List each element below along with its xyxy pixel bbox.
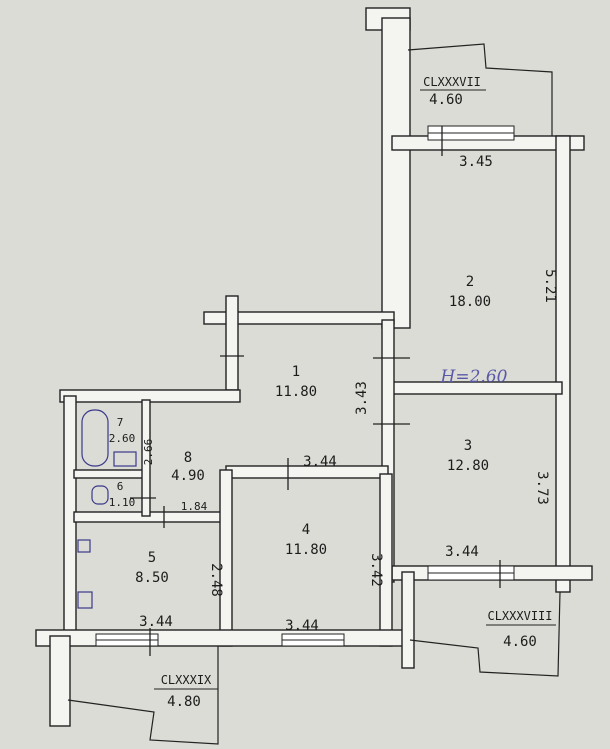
balcony-1-area: 4.60 [429,92,463,108]
balconies-outline [67,43,561,745]
fixtures [77,409,137,609]
wall-bath-right [141,399,151,517]
balcony-2-area: 4.60 [503,634,537,650]
balcony-1-outline [407,43,553,136]
balcony-3-code: CLXXXIX [161,673,212,687]
wall-room1-left [225,295,239,391]
windows [95,125,515,647]
room-8-area: 4.90 [171,468,205,484]
toilet-icon [91,485,109,505]
room-6-number: 6 [117,480,124,493]
dim-room3-width: 3.44 [445,544,479,560]
room-7-number: 7 [117,416,124,429]
dim-corridor-width: 3.44 [303,454,337,470]
balcony-labels: CLXXXVII 4.60 CLXXXVIII 4.60 CLXXXIX 4.8… [154,75,556,710]
dim-room2-length: 5.21 [542,269,558,303]
room-3-area: 12.80 [447,458,489,474]
dim-room7-length: 2.66 [142,439,155,466]
room-5-area: 8.50 [135,570,169,586]
dim-room5-width: 3.44 [139,614,173,630]
room-5-number: 5 [148,550,156,566]
room-8-number: 8 [184,450,192,466]
room-labels: 1 11.80 2 18.00 3 12.80 4 11.80 5 8.50 6… [109,274,491,586]
wall-interior-left-room2 [381,17,411,329]
wall-exterior-bottom [35,629,411,647]
room-2-number: 2 [466,274,474,290]
dim-room1-length: 3.43 [354,381,370,415]
balcony-2-outline [409,591,561,677]
wall-exterior-right [555,135,571,593]
room-6-area: 1.10 [109,496,136,509]
balcony-3-outline [67,646,219,745]
room-7-area: 2.60 [109,432,136,445]
room-1-area: 11.80 [275,384,317,400]
wall-room1-top [203,311,395,325]
wall-room5-top [73,511,231,523]
dimension-labels: 3.45 5.21 3.43 3.44 3.73 3.44 3.42 3.44 … [139,154,558,634]
ceiling-height-note: H=2.60 [440,367,508,387]
bathtub-icon [81,409,109,467]
balcony-1-code: CLXXXVII [423,75,481,89]
dim-room8-width: 1.84 [181,500,208,513]
sink-icon [113,451,137,467]
room-4-area: 11.80 [285,542,327,558]
dim-room3-length: 3.73 [534,471,550,505]
balcony-3-area: 4.80 [167,694,201,710]
wall-balcony4-left [49,635,71,727]
room-2-area: 18.00 [449,294,491,310]
dim-room4-width: 3.44 [285,618,319,634]
room-4-number: 4 [302,522,310,538]
dim-room4-length: 3.42 [368,553,384,587]
wall-room4-left [219,469,233,647]
wall-bath-toilet [73,469,145,479]
door-ticks [130,126,501,656]
dim-room2-width: 3.45 [459,154,493,170]
room-3-number: 3 [464,438,472,454]
stove-icon [77,539,91,553]
dim-room5-length: 2.48 [208,563,224,597]
kitchen-sink-icon [77,591,93,609]
room-1-number: 1 [292,364,300,380]
wall-balcony3-left [401,571,415,669]
balcony-2-code: CLXXXVIII [487,609,552,623]
